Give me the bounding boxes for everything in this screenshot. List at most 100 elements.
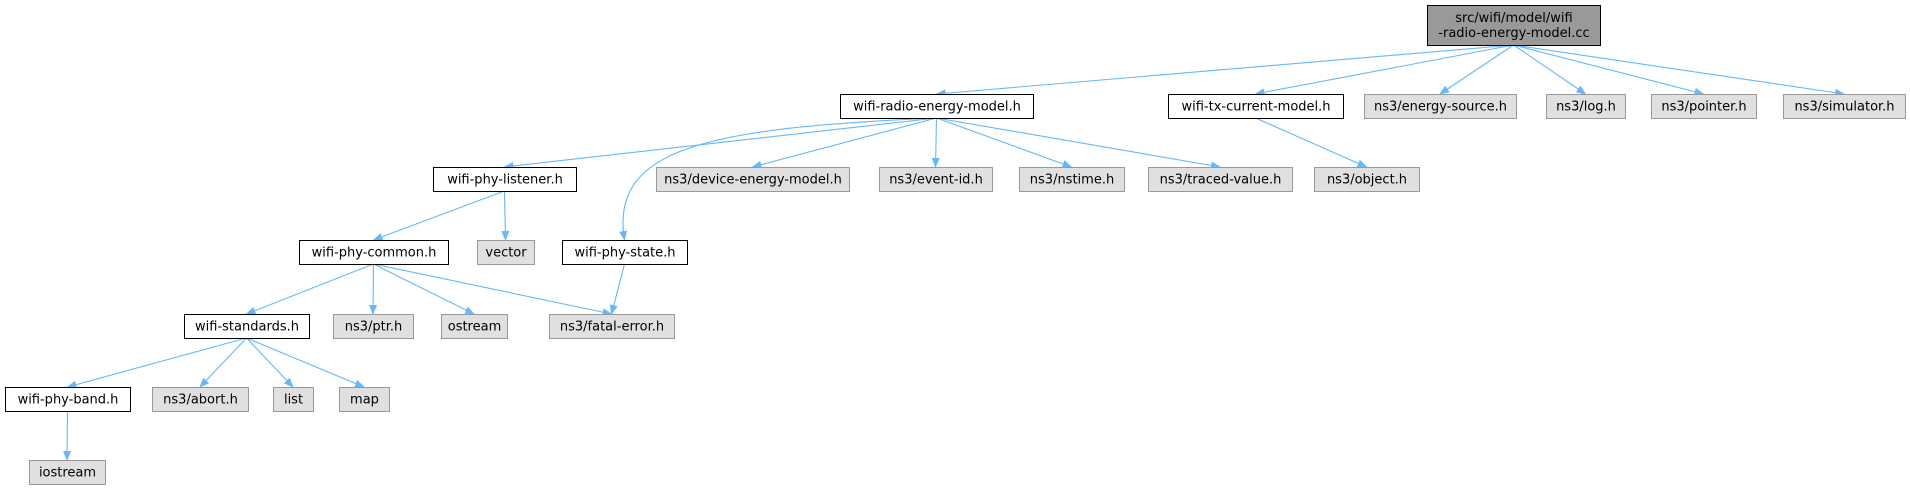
edge-root-to-ns3-simulator-h: [1513, 44, 1845, 97]
node-label: ns3/device-energy-model.h: [664, 173, 842, 188]
edge-wifi-phy-common-h-to-ostream: [373, 263, 475, 315]
node-box: [1019, 167, 1125, 192]
edge-wifi-phy-common-h-to-wifi-standards-h: [245, 263, 374, 315]
node-ns3-energy-source-h: ns3/energy-source.h: [1364, 94, 1517, 119]
node-wifi-standards-h[interactable]: wifi-standards.h: [184, 314, 310, 339]
node-label: ostream: [448, 320, 502, 335]
edge-wifi-radio-energy-model-h-to-ns3-traced-value-h: [936, 117, 1221, 170]
node-label: src/wifi/model/wifi: [1455, 11, 1572, 26]
node-label: map: [350, 393, 379, 408]
node-box: [5, 387, 131, 412]
edge-wifi-phy-common-h-to-ns3-ptr-h: [369, 263, 378, 315]
edge-wifi-phy-common-h-to-ns3-fatal-error-h: [373, 263, 613, 317]
node-box: [840, 94, 1034, 119]
edge-wifi-phy-listener-h-to-vector: [501, 190, 510, 241]
node-box: [1546, 94, 1626, 119]
node-label: ns3/fatal-error.h: [560, 320, 664, 335]
edge-root-to-ns3-energy-source-h: [1439, 44, 1514, 95]
node-ns3-simulator-h: ns3/simulator.h: [1783, 94, 1906, 119]
node-box: [184, 314, 310, 339]
node-box: [656, 167, 850, 192]
nodes-layer: src/wifi/model/wifi-radio-energy-model.c…: [5, 5, 1906, 485]
node-label: ns3/log.h: [1556, 100, 1616, 115]
edge-wifi-standards-h-to-wifi-phy-band-h: [66, 337, 247, 389]
node-label: ns3/abort.h: [163, 393, 238, 408]
edge-root-to-ns3-log-h: [1513, 44, 1587, 95]
node-box: [1427, 5, 1601, 46]
edge-root-to-wifi-radio-energy-model-h: [935, 44, 1514, 98]
node-wifi-phy-listener-h[interactable]: wifi-phy-listener.h: [433, 167, 577, 192]
node-label: wifi-radio-energy-model.h: [853, 100, 1021, 115]
edge-wifi-standards-h-to-ns3-abort-h: [199, 337, 247, 388]
node-ns3-object-h: ns3/object.h: [1314, 167, 1420, 192]
node-label: wifi-phy-common.h: [312, 246, 437, 261]
edge-root-to-ns3-pointer-h: [1513, 44, 1705, 96]
node-label: list: [284, 393, 303, 408]
node-label: ns3/nstime.h: [1030, 173, 1114, 188]
node-label: ns3/traced-value.h: [1160, 173, 1282, 188]
node-label: vector: [485, 246, 527, 261]
node-wifi-tx-current-model-h[interactable]: wifi-tx-current-model.h: [1168, 94, 1344, 119]
node-label: ns3/ptr.h: [345, 320, 403, 335]
node-ns3-nstime-h: ns3/nstime.h: [1019, 167, 1125, 192]
node-label: ns3/pointer.h: [1661, 100, 1746, 115]
node-ns3-abort-h: ns3/abort.h: [152, 387, 249, 412]
node-box: [273, 387, 314, 412]
node-box: [562, 240, 688, 265]
node-label: ns3/simulator.h: [1794, 100, 1894, 115]
node-label: ns3/event-id.h: [889, 173, 983, 188]
node-ns3-device-energy-model-h: ns3/device-energy-model.h: [656, 167, 850, 192]
node-label: -radio-energy-model.cc: [1438, 26, 1589, 41]
node-ns3-event-id-h: ns3/event-id.h: [879, 167, 993, 192]
node-box: [1168, 94, 1344, 119]
edge-wifi-radio-energy-model-h-to-ns3-nstime-h: [936, 117, 1073, 168]
node-label: wifi-tx-current-model.h: [1181, 100, 1330, 115]
edge-wifi-phy-state-h-to-ns3-fatal-error-h: [609, 263, 626, 315]
node-box: [1783, 94, 1906, 119]
edges-layer: [63, 44, 1845, 461]
node-label: wifi-phy-listener.h: [447, 173, 563, 188]
edge-wifi-standards-h-to-list: [246, 337, 294, 388]
edge-root-to-wifi-tx-current-model-h: [1254, 44, 1514, 97]
node-ns3-pointer-h: ns3/pointer.h: [1651, 94, 1757, 119]
edge-wifi-radio-energy-model-h-to-ns3-device-energy-model-h: [751, 117, 937, 169]
node-iostream: iostream: [29, 460, 106, 485]
node-box: [1314, 167, 1420, 192]
edge-wifi-tx-current-model-h-to-ns3-object-h: [1255, 117, 1368, 168]
node-label: ns3/object.h: [1327, 173, 1407, 188]
node-label: iostream: [39, 466, 96, 481]
node-label: wifi-phy-band.h: [18, 393, 119, 408]
edge-wifi-phy-listener-h-to-wifi-phy-common-h: [372, 190, 505, 241]
node-box: [879, 167, 993, 192]
node-wifi-radio-energy-model-h[interactable]: wifi-radio-energy-model.h: [840, 94, 1034, 119]
node-box: [339, 387, 390, 412]
edge-wifi-radio-energy-model-h-to-ns3-event-id-h: [931, 117, 940, 168]
node-ns3-fatal-error-h: ns3/fatal-error.h: [549, 314, 675, 339]
edge-wifi-radio-energy-model-h-to-wifi-phy-listener-h: [503, 117, 937, 170]
node-ns3-log-h: ns3/log.h: [1546, 94, 1626, 119]
node-box: [1148, 167, 1293, 192]
edge-wifi-phy-band-h-to-iostream: [63, 410, 72, 461]
edge-wifi-standards-h-to-map: [246, 337, 365, 388]
node-root: src/wifi/model/wifi-radio-energy-model.c…: [1427, 5, 1601, 46]
node-wifi-phy-common-h[interactable]: wifi-phy-common.h: [299, 240, 449, 265]
node-box: [433, 167, 577, 192]
node-box: [1651, 94, 1757, 119]
node-box: [477, 240, 535, 265]
node-box: [1364, 94, 1517, 119]
node-label: ns3/energy-source.h: [1374, 100, 1507, 115]
node-vector: vector: [477, 240, 535, 265]
node-wifi-phy-band-h[interactable]: wifi-phy-band.h: [5, 387, 131, 412]
node-box: [29, 460, 106, 485]
node-wifi-phy-state-h[interactable]: wifi-phy-state.h: [562, 240, 688, 265]
edge-wifi-radio-energy-model-h-to-wifi-phy-state-h: [619, 117, 937, 241]
node-list: list: [273, 387, 314, 412]
node-ns3-ptr-h: ns3/ptr.h: [333, 314, 414, 339]
node-box: [441, 314, 508, 339]
node-map: map: [339, 387, 390, 412]
node-ns3-traced-value-h: ns3/traced-value.h: [1148, 167, 1293, 192]
node-box: [299, 240, 449, 265]
node-label: wifi-phy-state.h: [574, 246, 675, 261]
node-box: [152, 387, 249, 412]
